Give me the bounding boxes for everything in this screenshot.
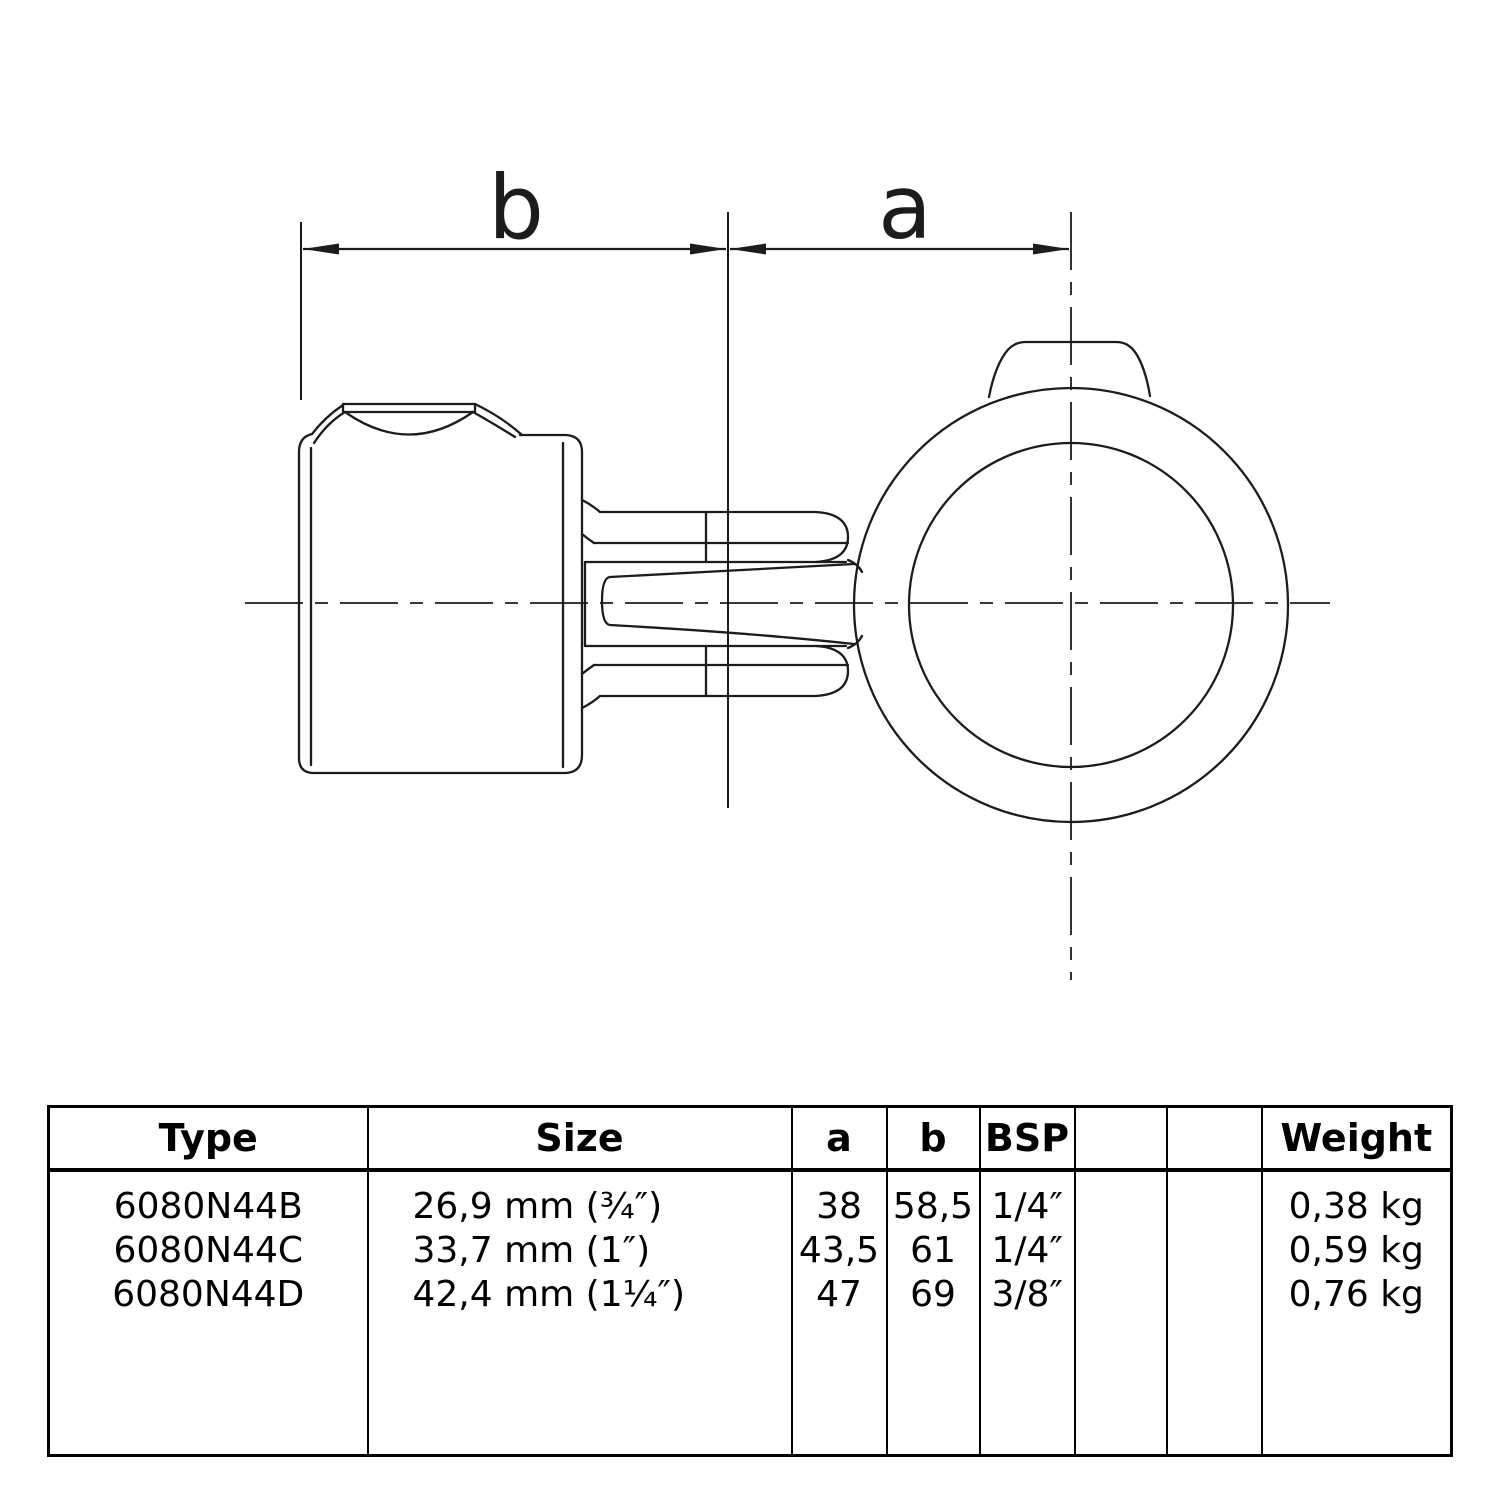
cell-size: 42,4 mm (1¼″) [366,1272,793,1316]
cell-type: 6080N44D [47,1272,369,1316]
cell-empty [978,1316,1076,1456]
header-empty-1 [1073,1106,1168,1172]
header-type: Type [47,1106,369,1172]
cell-bsp: 3/8″ [978,1272,1076,1316]
clevis-fork [580,498,864,710]
slot-cap [600,575,612,627]
lower-tab-fillet1 [580,694,602,710]
slot-top-line [608,562,856,579]
slot-bottom-line [608,623,856,646]
cell-bsp: 1/4″ [978,1170,1076,1228]
cell-b: 69 [885,1272,981,1316]
table-row: 6080N44B 26,9 mm (¾″) 38 58,5 1/4″ 0,38 … [47,1170,1453,1228]
cell-empty [1073,1272,1168,1316]
ring-inner-circle [907,441,1235,769]
ring-outer-circle [852,386,1290,824]
cell-b: 58,5 [885,1170,981,1228]
table-row: 6080N44C 33,7 mm (1″) 43,5 61 1/4″ 0,59 … [47,1228,1453,1272]
cell-empty [1165,1316,1263,1456]
dimension-label-a: a [878,156,932,259]
spec-table: Type Size a b BSP Weight 6080N44B 26,9 m… [47,1105,1453,1457]
technical-drawing: b a [245,156,1330,980]
cell-a: 38 [790,1170,888,1228]
table-row: 6080N44D 42,4 mm (1¼″) 47 69 3/8″ 0,76 k… [47,1272,1453,1316]
cell-size: 26,9 mm (¾″) [366,1170,793,1228]
cell-empty [1260,1316,1453,1456]
upper-tab-fillet2 [580,532,596,545]
upper-tab-fillet1 [580,498,602,514]
arrowhead-b-right [690,243,726,255]
dimension-lines: b a [300,156,1069,808]
cell-size: 33,7 mm (1″) [366,1228,793,1272]
cell-empty [1165,1170,1263,1228]
cell-empty [1073,1170,1168,1228]
header-size: Size [366,1106,793,1172]
header-a: a [790,1106,888,1172]
cell-a: 43,5 [790,1228,888,1272]
header-bsp: BSP [978,1106,1076,1172]
cell-empty [1073,1316,1168,1456]
table-filler-row [47,1316,1453,1456]
cell-a: 47 [790,1272,888,1316]
cell-empty [1165,1228,1263,1272]
cell-empty [47,1316,369,1456]
cell-empty [1165,1272,1263,1316]
arrowhead-b-left [303,243,339,255]
header-b: b [885,1106,981,1172]
cell-empty [790,1316,888,1456]
cell-type: 6080N44C [47,1228,369,1272]
table-header-row: Type Size a b BSP Weight [47,1106,1453,1172]
header-empty-2 [1165,1106,1263,1172]
cell-empty [885,1316,981,1456]
ring-fillet-upper [846,558,864,574]
saddle-side-left-inner [312,410,347,445]
ring-fillet-lower [846,634,864,650]
saddle-side-right-inner [471,410,517,439]
header-weight: Weight [1260,1106,1453,1172]
cell-empty [366,1316,793,1456]
swivel-ring [852,340,1290,824]
cell-weight: 0,38 kg [1260,1170,1453,1228]
cell-b: 61 [885,1228,981,1272]
lower-tab-fillet2 [580,663,596,676]
saddle-seat-arc [343,410,475,436]
arrowhead-a-left [730,243,766,255]
saddle-side-right-outer [473,402,524,437]
lower-tab-cap [814,644,850,698]
ring-boss [987,340,1152,399]
cell-weight: 0,76 kg [1260,1272,1453,1316]
center-lines [245,212,1330,980]
dimension-label-b: b [488,156,544,259]
arrowhead-a-right [1033,243,1069,255]
cell-type: 6080N44B [47,1170,369,1228]
socket-body [297,402,584,775]
cell-empty [1073,1228,1168,1272]
cell-bsp: 1/4″ [978,1228,1076,1272]
upper-tab-cap [814,510,850,564]
cell-weight: 0,59 kg [1260,1228,1453,1272]
body-outline [297,403,584,775]
